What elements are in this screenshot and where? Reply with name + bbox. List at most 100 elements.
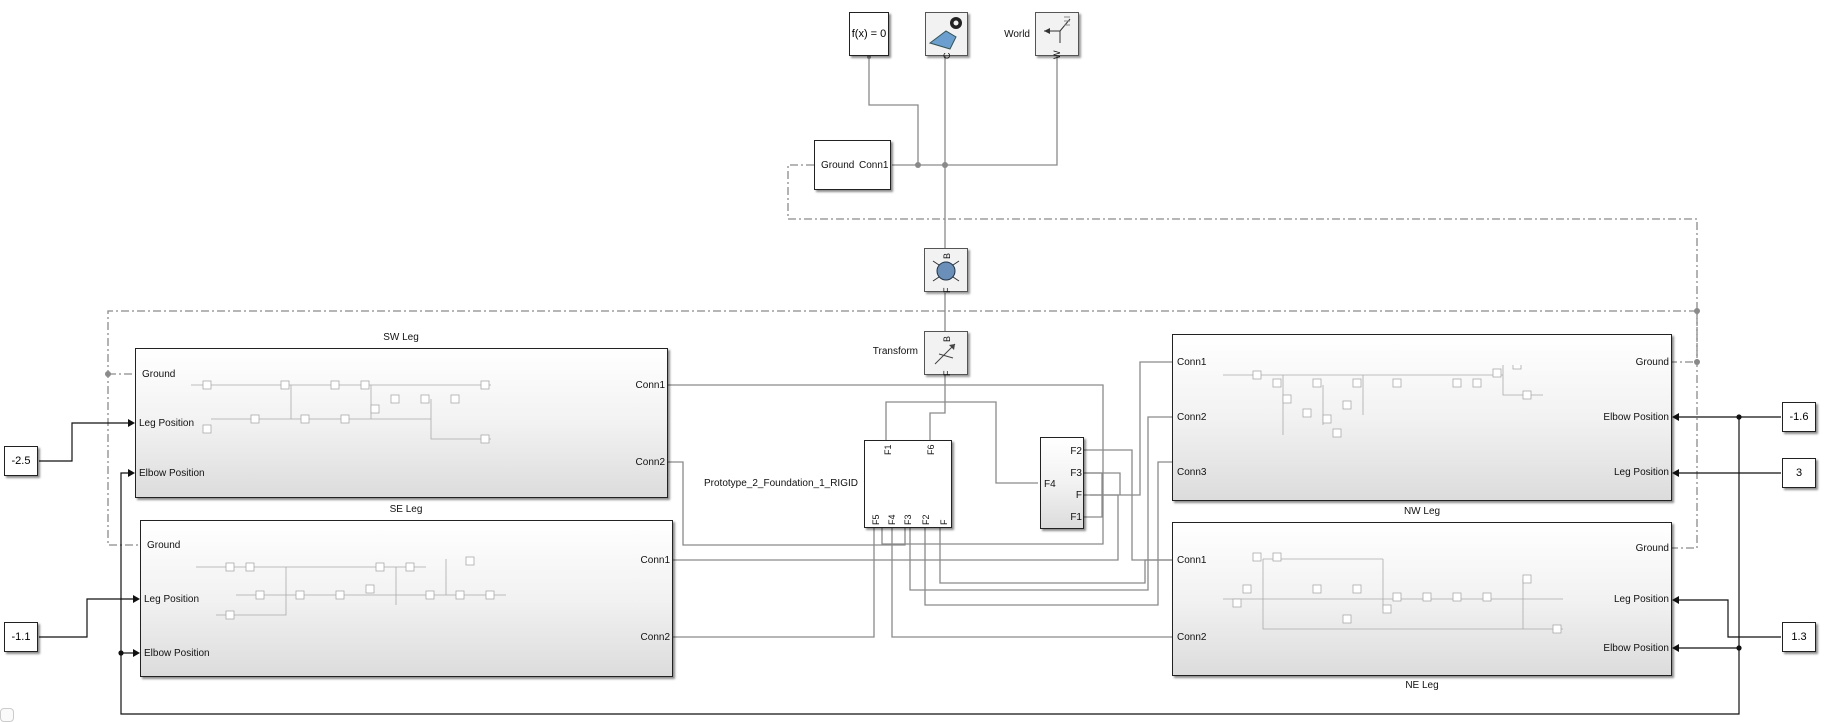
se-leg-title: SE Leg	[389, 504, 423, 515]
signal-c2	[39, 598, 135, 638]
sw-port-conn2: Conn2	[635, 457, 665, 468]
sw-internal-preview	[191, 380, 491, 444]
wire-sw-conn1	[668, 384, 1104, 545]
transform-base-label: B	[942, 335, 952, 342]
ne-leg-title: NE Leg	[1405, 680, 1439, 691]
sw-port-conn1: Conn1	[635, 380, 665, 391]
foundation-port-f6: F6	[926, 444, 936, 455]
sw-leg-subsystem[interactable]: Ground Leg Position Elbow Position Conn1…	[135, 348, 668, 498]
wire-transform-f6	[929, 375, 946, 440]
ground-block[interactable]: Ground Conn1	[814, 140, 891, 190]
wire-joint-f	[1082, 361, 1172, 496]
se-leg-subsystem[interactable]: Ground Leg Position Elbow Position Conn1…	[140, 520, 673, 677]
solver-gear-icon	[928, 17, 962, 50]
se-port-elbow-position: Elbow Position	[144, 648, 210, 659]
wire-f1-top	[885, 401, 1038, 484]
joint-port-f4: F4	[1044, 479, 1056, 490]
world-port-label: W	[1052, 50, 1062, 60]
wire-joint-f2	[1082, 449, 1172, 561]
constant-block-c5[interactable]: 1.3	[1782, 622, 1816, 652]
constant-block-c1[interactable]: -2.5	[4, 446, 38, 476]
transform-label: Transform	[872, 346, 918, 357]
nw-leg-title: NW Leg	[1403, 506, 1441, 517]
se-port-conn2: Conn2	[640, 632, 670, 643]
nw-leg-subsystem[interactable]: Conn1 Conn2 Conn3 Ground Elbow Position …	[1172, 334, 1672, 501]
constant-c1-value: -2.5	[11, 455, 31, 467]
foundation-port-f2: F2	[921, 514, 931, 525]
constant-block-c2[interactable]: -1.1	[4, 622, 38, 652]
wire-f-j	[939, 528, 1172, 584]
world-frame-icon	[1044, 16, 1071, 43]
ne-port-elbow-position: Elbow Position	[1603, 643, 1669, 654]
wire-sw-conn2	[668, 461, 906, 546]
wire-ne-ground	[1672, 311, 1698, 549]
wire-fx-ground	[868, 57, 919, 165]
nw-port-conn1: Conn1	[1177, 357, 1207, 368]
transform-axes-icon	[934, 343, 956, 365]
foundation-port-f3: F3	[903, 514, 913, 525]
ground-port-label: Ground	[821, 160, 855, 171]
ne-port-leg-position: Leg Position	[1613, 594, 1669, 605]
foundation-label: Prototype_2_Foundation_1_RIGID	[704, 478, 858, 489]
sw-leg-title: SW Leg	[383, 332, 419, 343]
constant-c4-value: 3	[1795, 467, 1803, 479]
constant-c3-value: -1.6	[1789, 411, 1809, 423]
nw-port-conn3: Conn3	[1177, 467, 1207, 478]
transform-follower-label: F	[942, 370, 952, 377]
wire-world-down	[945, 49, 1058, 166]
wire-ground-ref-top	[787, 164, 1698, 363]
world-label: World	[1004, 29, 1030, 40]
bushing-follower-label: F	[942, 287, 952, 294]
signal-c1	[39, 422, 130, 462]
wire-se-conn2	[673, 528, 875, 638]
joint-port-f1: F1	[1070, 512, 1082, 523]
foundation-body-block[interactable]: F1 F6 F5 F4 F3 F2 F	[864, 440, 952, 528]
rigid-transform-block[interactable]: B F	[924, 331, 968, 377]
solver-configuration-block[interactable]: C	[925, 12, 968, 59]
solver-port-label: C	[942, 52, 952, 60]
se-port-conn1: Conn1	[640, 555, 670, 566]
constant-c5-value: 1.3	[1791, 631, 1807, 643]
sw-port-leg-position: Leg Position	[139, 418, 195, 429]
wire-f2-j	[909, 416, 1172, 591]
ground-conn1-label: Conn1	[859, 160, 889, 171]
foundation-port-f1: F1	[883, 444, 893, 455]
foundation-port-f5: F5	[871, 514, 881, 525]
wire-joint-f3	[1082, 472, 1121, 495]
constant-block-c4[interactable]: 3	[1782, 458, 1816, 488]
foundation-port-f: F	[939, 519, 949, 526]
fx-label: f(x) = 0	[851, 28, 887, 40]
signal-elbow-loop	[120, 472, 1740, 715]
joint-port-f3: F3	[1070, 468, 1082, 479]
signal-c3-down	[1679, 417, 1740, 649]
foundation-port-f4: F4	[887, 514, 897, 525]
nw-port-conn2: Conn2	[1177, 412, 1207, 423]
wire-joint-f1	[1082, 472, 1103, 518]
se-internal-preview	[196, 556, 506, 620]
ne-internal-preview	[1223, 552, 1563, 634]
joint-port-f: F	[1075, 490, 1082, 501]
constant-c2-value: -1.1	[11, 631, 31, 643]
sw-port-elbow-position: Elbow Position	[139, 468, 205, 479]
bushing-joint-block[interactable]: B F	[924, 248, 968, 294]
wire-f3-j	[924, 461, 1172, 606]
ne-leg-subsystem[interactable]: Conn1 Conn2 Ground Leg Position Elbow Po…	[1172, 522, 1672, 676]
signal-c5	[1679, 599, 1781, 638]
ne-port-conn2: Conn2	[1177, 632, 1207, 643]
joint-port-f2: F2	[1070, 446, 1082, 457]
se-port-ground: Ground	[147, 540, 181, 551]
bushing-joint-icon	[932, 260, 960, 282]
nw-internal-preview	[1223, 365, 1543, 438]
world-frame-block[interactable]: W	[1035, 12, 1079, 59]
joint-block[interactable]: F4 F2 F3 F F1	[1040, 437, 1084, 529]
fx-constraint-block[interactable]: f(x) = 0	[849, 12, 889, 56]
ne-port-conn1: Conn1	[1177, 555, 1207, 566]
ne-port-ground: Ground	[1635, 543, 1669, 554]
sw-port-ground: Ground	[142, 369, 176, 380]
constant-block-c3[interactable]: -1.6	[1782, 402, 1816, 432]
wire-f4-neconn2	[891, 528, 1172, 638]
nw-port-elbow-position: Elbow Position	[1603, 412, 1669, 423]
se-port-leg-position: Leg Position	[144, 594, 200, 605]
